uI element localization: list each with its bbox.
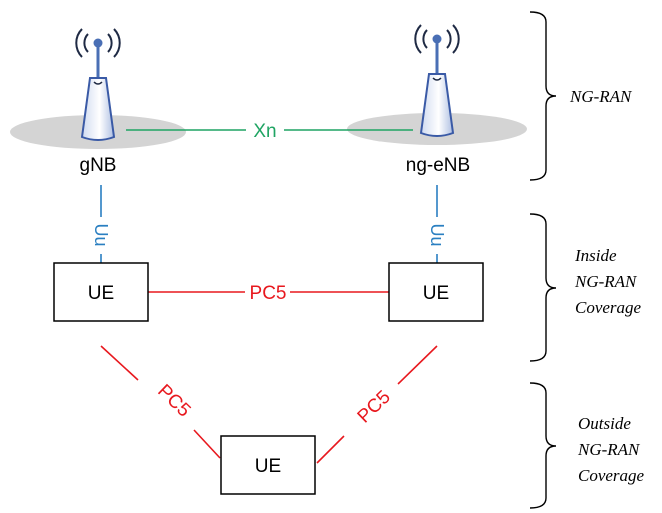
uu-label-left: Uu — [91, 223, 111, 246]
outside-coverage-label-line2: NG-RAN — [577, 440, 641, 459]
ue-label-bottom: UE — [255, 456, 281, 477]
ng-enb-label: ng-eNB — [406, 155, 470, 176]
pc5-link-left-lower — [193, 429, 221, 459]
inside-coverage-label-line3: Coverage — [575, 298, 642, 317]
ue-box-right — [388, 262, 484, 322]
pc5-label-top: PC5 — [250, 283, 287, 304]
outside-coverage-label-line3: Coverage — [578, 466, 645, 485]
gnb-antenna-icon — [75, 28, 121, 141]
pc5-link-left-upper — [100, 345, 139, 381]
outside-coverage-label-line1: Outside — [578, 414, 631, 433]
pc5-label-right: PC5 — [354, 387, 395, 428]
pc5-link-right-upper — [397, 345, 438, 385]
ue-box-bottom — [220, 435, 316, 495]
pc5-link-right-lower — [316, 435, 345, 464]
gnb-label: gNB — [80, 155, 117, 176]
pc5-label-left: PC5 — [153, 381, 194, 422]
inside-coverage-label-line1: Inside — [574, 246, 617, 265]
ue-label-right: UE — [423, 283, 449, 304]
ue-label-left: UE — [88, 283, 114, 304]
ue-box-left — [53, 262, 149, 322]
ng-ran-brace — [529, 11, 557, 181]
outside-coverage-brace — [529, 382, 557, 509]
xn-label: Xn — [253, 121, 276, 142]
ng-ran-region-label: NG-RAN — [569, 87, 633, 106]
ng-enb-antenna-icon — [414, 24, 460, 137]
inside-coverage-brace — [529, 213, 557, 362]
uu-label-right: Uu — [427, 223, 447, 246]
inside-coverage-label-line2: NG-RAN — [574, 272, 638, 291]
